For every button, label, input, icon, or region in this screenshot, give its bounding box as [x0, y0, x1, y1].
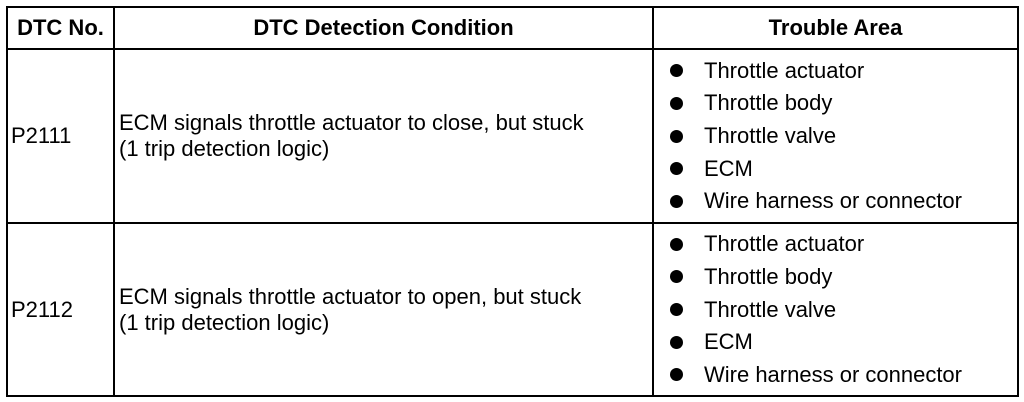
trouble-area-list: Throttle actuator Throttle body Throttle… — [670, 228, 1017, 391]
detection-condition: ECM signals throttle actuator to close, … — [113, 48, 654, 224]
trouble-area-item: Throttle actuator — [704, 57, 865, 83]
header-trouble-area: Trouble Area — [652, 6, 1019, 50]
condition-line: (1 trip detection logic) — [119, 136, 330, 161]
bullet-icon — [670, 194, 683, 208]
trouble-area-item: Throttle actuator — [704, 231, 865, 257]
bullet-icon — [670, 96, 683, 110]
dtc-code: P2112 — [6, 222, 115, 397]
trouble-area-item: ECM — [704, 155, 753, 181]
header-row: DTC No. DTC Detection Condition Trouble … — [6, 6, 1019, 50]
bullet-icon — [670, 129, 683, 143]
list-item: Wire harness or connector — [670, 358, 1017, 391]
list-item: Wire harness or connector — [670, 185, 1017, 218]
list-item: Throttle valve — [670, 120, 1017, 153]
bullet-icon — [670, 162, 683, 176]
table-row: P2112 ECM signals throttle actuator to o… — [6, 222, 1019, 397]
trouble-area-item: Throttle valve — [704, 123, 837, 148]
list-item: ECM — [670, 326, 1017, 359]
condition-line: ECM signals throttle actuator to open, b… — [119, 283, 582, 309]
list-item: Throttle body — [670, 87, 1017, 120]
trouble-area-item: Throttle body — [704, 90, 833, 116]
bullet-icon — [670, 237, 683, 251]
bullet-icon — [670, 270, 683, 284]
trouble-area-item: Throttle valve — [704, 296, 837, 322]
dtc-table: DTC No. DTC Detection Condition Trouble … — [6, 6, 1019, 397]
trouble-area-item: Wire harness or connector — [704, 361, 962, 387]
list-item: Throttle valve — [670, 293, 1017, 326]
trouble-area-item: Wire harness or connector — [704, 188, 962, 214]
bullet-icon — [670, 64, 683, 78]
table-row: P2111 ECM signals throttle actuator to c… — [6, 48, 1019, 224]
bullet-icon — [670, 335, 683, 349]
list-item: Throttle body — [670, 261, 1017, 294]
bullet-icon — [670, 368, 683, 382]
trouble-area: Throttle actuator Throttle body Throttle… — [652, 48, 1019, 224]
trouble-area-list: Throttle actuator Throttle body Throttle… — [670, 55, 1017, 218]
header-detection-condition: DTC Detection Condition — [113, 6, 654, 50]
dtc-code: P2111 — [6, 48, 115, 224]
list-item: Throttle actuator — [670, 55, 1017, 88]
bullet-icon — [670, 303, 683, 316]
condition-line: ECM signals throttle actuator to close, … — [119, 110, 584, 135]
list-item: Throttle actuator — [670, 228, 1017, 261]
trouble-area: Throttle actuator Throttle body Throttle… — [652, 222, 1019, 397]
list-item: ECM — [670, 152, 1017, 185]
header-dtc-no: DTC No. — [6, 6, 115, 50]
detection-condition: ECM signals throttle actuator to open, b… — [113, 222, 654, 397]
condition-line: (1 trip detection logic) — [119, 309, 330, 335]
trouble-area-item: ECM — [704, 329, 753, 355]
trouble-area-item: Throttle body — [704, 263, 833, 289]
